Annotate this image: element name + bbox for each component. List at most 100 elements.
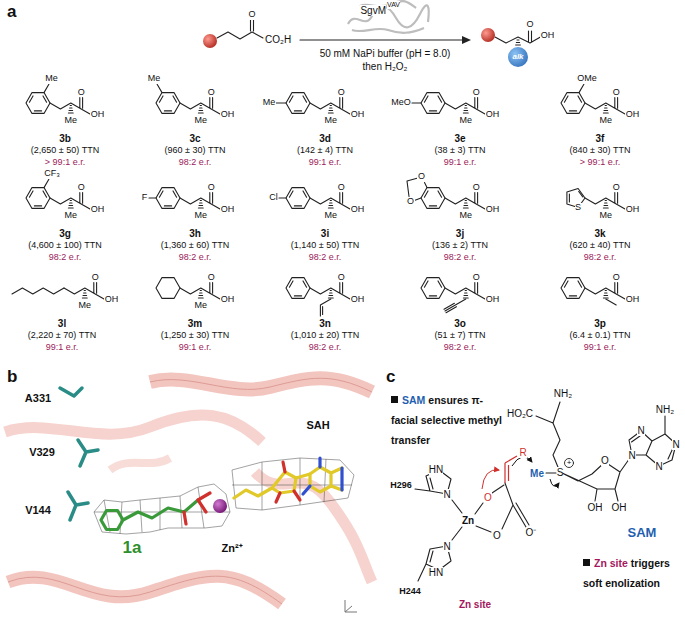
atom-label: Me [324,116,338,126]
er-value: 99:1 e.r. [46,343,79,353]
residue-label: V144 [25,504,51,516]
atom-label: N [443,541,450,552]
er-value: 99:1 e.r. [309,158,342,168]
reaction-condition: CO₂H [265,34,291,45]
er-value: 99:1 e.r. [444,158,477,168]
atom-label: O [612,88,620,98]
ttn-value: (960 ± 30) TTN [165,146,226,156]
methyl-label: Me [530,468,544,479]
enol-bonds [505,456,517,483]
reaction-condition: 50 mM NaPi buffer (pH = 8.0) [320,48,451,59]
atom-label: O [337,183,345,193]
density-mesh [94,458,354,534]
atom-label: O [472,273,480,283]
atom-label: O [77,88,85,98]
atom-label: O [601,455,609,466]
compound-number: 3f [596,133,605,144]
protein-ribbons [5,378,372,604]
atom-label: OH [90,110,105,120]
atom-label: OMe [577,74,598,84]
atom-label: N [672,439,679,450]
atom-label: Me [262,98,276,108]
note-block: SAMensures π-facial selective methyl tra… [391,389,503,449]
ligand-sticks [101,458,342,530]
atom-label: O [91,273,99,283]
curved-arrows [482,457,559,489]
atom-label: S [575,203,582,213]
axis-triad [345,600,357,612]
atom-label: O [337,88,345,98]
residue-sticks [60,388,98,520]
residue-label: A331 [25,392,51,404]
sphere-label: alk [512,53,523,61]
compound-number: 3b [59,133,71,144]
atom-label: Me [599,211,613,221]
enzyme-name: SgvM [360,5,386,16]
compound-number: 3k [594,228,605,239]
atom-label: OH [90,205,105,215]
atom-label: R [519,447,526,458]
atom-label: O [493,530,501,541]
compound-number: 3c [189,133,200,144]
er-value: 99:1 e.r. [179,343,212,353]
atom-label: O [207,183,215,193]
er-value: > 99:1 e.r. [45,158,85,168]
atom-label: Me [194,116,208,126]
atom-label: O [248,10,256,20]
atom-label: O [526,20,534,30]
atom-label: CF₃ [44,169,61,179]
ttn-value: (620 ± 40) TTN [570,241,631,251]
atom-label: O [337,273,345,283]
atom-label: Me [459,116,473,126]
alkyl-sphere: alk [508,47,528,67]
atom-label: Me [194,301,208,311]
atom-label: Me [599,116,613,126]
compound-number: 3i [321,228,329,239]
atom-label: OH [625,110,640,120]
ttn-value: (6.4 ± 0.1) TTN [570,331,631,341]
atom-label: Me [324,211,338,221]
atom-label: F [141,193,148,203]
er-value: 98:2 e.r. [179,253,212,263]
atom-label: OH [625,205,640,215]
atom-label: OH [350,110,365,120]
atom-label: N [443,489,450,500]
compound-number: 3n [319,318,331,329]
er-value: 98:2 e.r. [309,343,342,353]
panel-letter: a [7,3,16,22]
atom-label: O [472,88,480,98]
atom-label: Me [45,74,59,84]
compound-number: 3h [189,228,201,239]
reaction-condition: then H₂O₂ [362,61,407,72]
atom-label: OH [485,110,500,120]
compound-number: 3l [58,318,66,329]
atom-label: O [472,183,480,193]
residue-label: SAH [306,419,329,431]
bullet-square [391,396,398,403]
er-value: 98:2 e.r. [49,253,82,263]
compound-number: 3j [456,228,464,239]
atom-label: OH [625,295,640,305]
atom-label: OH [485,295,500,305]
panel-letter: c [386,368,395,387]
atom-label: OH [220,295,235,305]
charge-sign: + [567,459,572,468]
er-value: 99:1 e.r. [584,343,617,353]
residue-label: H296 [390,481,412,491]
compound-structures [12,84,625,316]
superscript: VAV [387,1,400,9]
panel-letter: b [7,368,17,387]
atom-label: S [557,467,564,478]
atom-label: HO₂C [507,408,533,419]
compound-number: 3e [454,133,465,144]
enzyme-ribbon [348,1,429,33]
note-text: SAM [402,394,425,406]
atom-label: N [655,461,662,472]
reaction-scheme [217,20,540,45]
ligand-label: 1a [123,539,142,558]
atom-label: O [417,172,425,182]
compound-number: 3p [594,318,606,329]
atom-label: Me [194,211,208,221]
atom-label: OH [220,205,235,215]
